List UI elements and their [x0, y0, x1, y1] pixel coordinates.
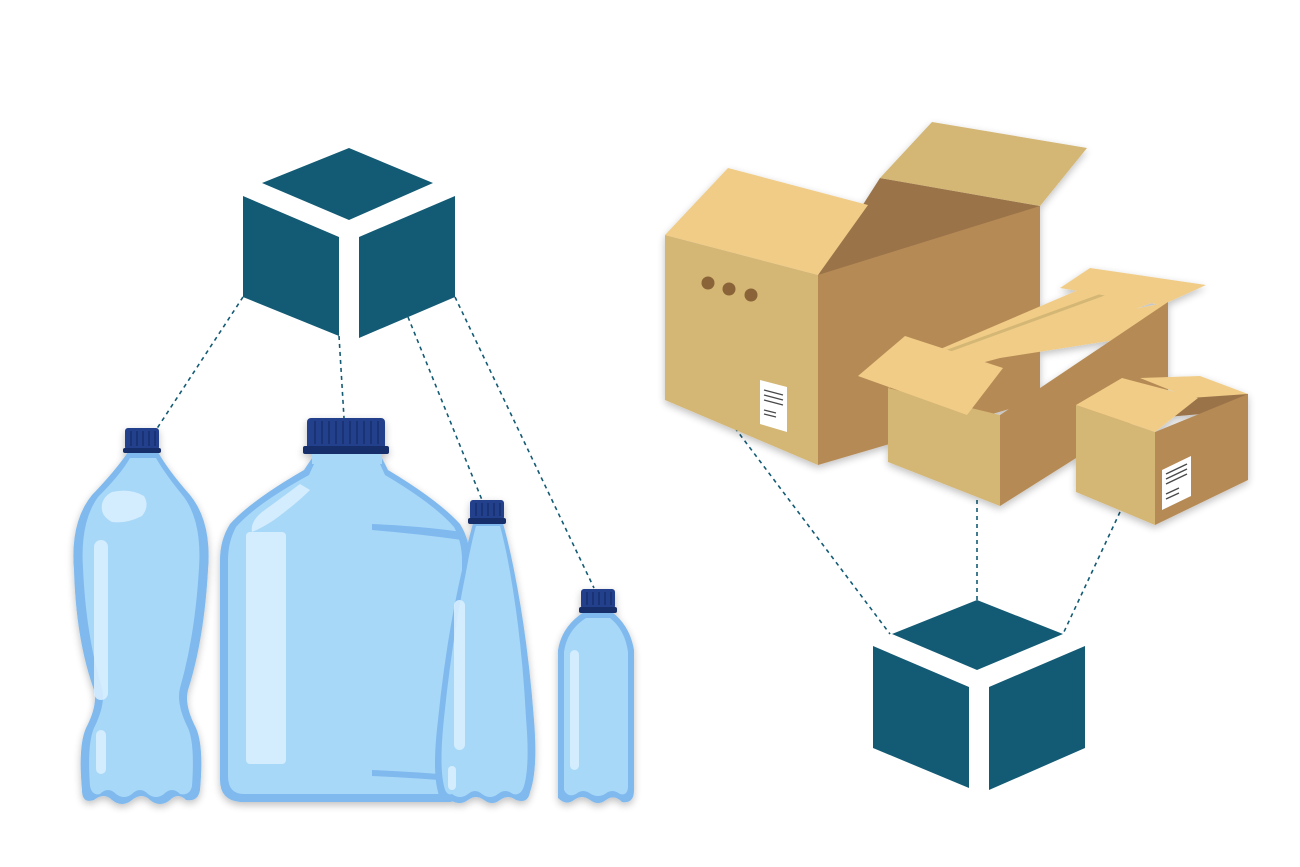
cube-right-face [989, 646, 1085, 790]
shipping-label [760, 380, 787, 432]
cube-right-face [359, 196, 455, 338]
connector-line [734, 427, 891, 635]
cube-top-face [892, 600, 1063, 670]
cube-left-face [243, 196, 339, 336]
connector-line [407, 316, 483, 501]
tall-bottle [435, 500, 536, 803]
small-box [1076, 376, 1248, 525]
connector-lines-bottles [155, 296, 595, 589]
cube-left-face [873, 646, 969, 788]
bottle [73, 428, 209, 804]
connector-lines-boxes [734, 427, 1121, 635]
package-cube-icon [243, 148, 455, 338]
connector-line [454, 296, 595, 589]
cube-top-face [262, 148, 433, 220]
small-bottle [558, 589, 634, 803]
water-jug [220, 418, 470, 802]
connector-line [1062, 511, 1121, 635]
plastic-bottles-group [73, 418, 634, 804]
shipping-label [1162, 456, 1191, 510]
cardboard-boxes-group [665, 122, 1248, 525]
connector-line [338, 335, 345, 419]
large-box [665, 122, 1087, 465]
connector-line [155, 296, 244, 431]
package-cube-icon [873, 600, 1085, 790]
